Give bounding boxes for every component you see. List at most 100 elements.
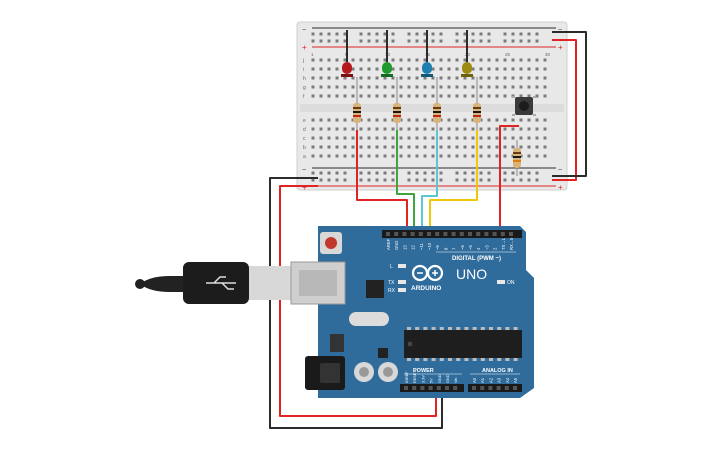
row-letter-b: b bbox=[303, 145, 306, 151]
rail-hole bbox=[527, 39, 531, 43]
breadboard-hole bbox=[311, 58, 315, 62]
breadboard-hole bbox=[447, 136, 451, 140]
power-header-pin[interactable] bbox=[420, 386, 425, 390]
digital-header-pin[interactable] bbox=[451, 232, 456, 236]
breadboard-hole bbox=[479, 145, 483, 149]
breadboard-hole bbox=[463, 85, 467, 89]
power-header-pin[interactable] bbox=[436, 386, 441, 390]
breadboard-hole bbox=[527, 154, 531, 158]
rail-hole bbox=[471, 178, 475, 182]
breadboard-hole bbox=[407, 136, 411, 140]
power-header-pin[interactable] bbox=[404, 386, 408, 390]
breadboard-hole bbox=[447, 154, 451, 158]
breadboard-hole bbox=[407, 58, 411, 62]
digital-header-pin[interactable] bbox=[468, 232, 472, 236]
rail-hole bbox=[431, 39, 435, 43]
breadboard-hole bbox=[511, 136, 515, 140]
digital-header-pin[interactable] bbox=[492, 232, 497, 236]
breadboard-hole bbox=[455, 154, 459, 158]
digital-header-pin[interactable] bbox=[476, 232, 481, 236]
breadboard-hole bbox=[375, 136, 379, 140]
led-l-label: L bbox=[390, 264, 393, 270]
rail-hole bbox=[487, 39, 491, 43]
digital-header-pin[interactable] bbox=[427, 232, 431, 236]
digital-pwm-label: DIGITAL (PWM ~) bbox=[452, 256, 501, 262]
digital-pin-label: ~10 bbox=[427, 242, 432, 250]
digital-header-pin[interactable] bbox=[418, 232, 423, 236]
breadboard-hole bbox=[479, 67, 483, 71]
power-header-pin[interactable] bbox=[453, 386, 458, 390]
breadboard-hole bbox=[383, 154, 387, 158]
breadboard-hole bbox=[431, 67, 435, 71]
rail-hole bbox=[439, 32, 443, 36]
digital-header-pin[interactable] bbox=[394, 232, 399, 236]
rail-hole bbox=[319, 178, 323, 182]
breadboard-hole bbox=[455, 127, 459, 131]
breadboard-hole bbox=[399, 154, 403, 158]
analog-header-pin[interactable] bbox=[488, 386, 493, 390]
rail-hole bbox=[423, 32, 427, 36]
breadboard-hole bbox=[343, 127, 347, 131]
breadboard-hole bbox=[527, 118, 531, 122]
analog-header-pin[interactable] bbox=[496, 386, 501, 390]
digital-header-pin[interactable] bbox=[509, 232, 513, 236]
breadboard-hole bbox=[503, 136, 507, 140]
rail-hole bbox=[383, 39, 387, 43]
breadboard-hole bbox=[431, 85, 435, 89]
digital-header-pin[interactable] bbox=[435, 232, 440, 236]
led-tx bbox=[398, 280, 406, 284]
breadboard-hole bbox=[535, 67, 539, 71]
breadboard-hole bbox=[487, 145, 491, 149]
rail-hole bbox=[519, 178, 523, 182]
breadboard-hole bbox=[375, 94, 379, 98]
led-rx-label: RX bbox=[388, 288, 396, 294]
rail-minus-label-bottom: − bbox=[302, 167, 306, 174]
rail-plus-label-top: + bbox=[302, 43, 307, 52]
breadboard-hole bbox=[527, 127, 531, 131]
breadboard-hole bbox=[335, 85, 339, 89]
breadboard-hole bbox=[487, 76, 491, 80]
power-header-pin[interactable] bbox=[445, 386, 449, 390]
breadboard-hole bbox=[503, 127, 507, 131]
rail-hole bbox=[423, 39, 427, 43]
digital-header-pin[interactable] bbox=[410, 232, 415, 236]
rail-hole bbox=[511, 39, 515, 43]
breadboard-hole bbox=[447, 127, 451, 131]
breadboard-hole bbox=[535, 85, 539, 89]
analog-header-pin[interactable] bbox=[472, 386, 476, 390]
breadboard-hole bbox=[375, 145, 379, 149]
red-signal-wire bbox=[356, 130, 408, 232]
digital-header-pin[interactable] bbox=[500, 232, 505, 236]
breadboard-hole bbox=[495, 154, 499, 158]
power-header-pin[interactable] bbox=[412, 386, 417, 390]
digital-header-pin[interactable] bbox=[459, 232, 464, 236]
analog-header-pin[interactable] bbox=[480, 386, 485, 390]
breadboard-hole bbox=[423, 154, 427, 158]
breadboard-hole bbox=[511, 118, 515, 122]
digital-header-pin[interactable] bbox=[386, 232, 390, 236]
rail-hole bbox=[367, 39, 371, 43]
rail-hole bbox=[319, 32, 323, 36]
breadboard-hole bbox=[511, 145, 515, 149]
rail-hole bbox=[423, 178, 427, 182]
breadboard-hole bbox=[527, 58, 531, 62]
push-button[interactable] bbox=[512, 96, 536, 116]
breadboard-hole bbox=[431, 145, 435, 149]
breadboard-hole bbox=[503, 154, 507, 158]
breadboard-hole bbox=[391, 127, 395, 131]
rail-plus-label-bottom: + bbox=[302, 183, 307, 192]
breadboard-hole bbox=[383, 85, 387, 89]
column-number: 1 bbox=[311, 52, 314, 57]
analog-header-pin[interactable] bbox=[504, 386, 509, 390]
digital-pin-label: ~6 bbox=[460, 245, 465, 250]
power-header-pin[interactable] bbox=[428, 386, 433, 390]
digital-header-pin[interactable] bbox=[484, 232, 489, 236]
rail-hole bbox=[535, 178, 539, 182]
breadboard-hole bbox=[415, 118, 419, 122]
digital-header-pin[interactable] bbox=[402, 232, 407, 236]
digital-header-pin[interactable] bbox=[443, 232, 448, 236]
breadboard-hole bbox=[335, 136, 339, 140]
rail-hole bbox=[391, 178, 395, 182]
analog-header-pin[interactable] bbox=[513, 386, 517, 390]
breadboard-hole bbox=[375, 127, 379, 131]
